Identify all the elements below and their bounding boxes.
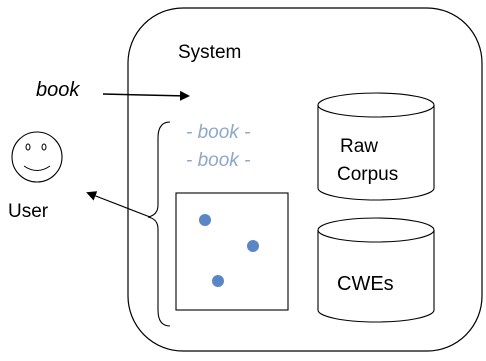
raw-corpus-label-line1: Raw [340, 136, 378, 157]
system-title: System [178, 42, 241, 63]
result-line: - book - [186, 122, 250, 143]
input-word: book [36, 79, 80, 101]
embedding-point [247, 240, 259, 252]
embedding-point [199, 214, 211, 226]
system-boundary [127, 7, 483, 352]
result-line: - book - [186, 150, 250, 171]
results-brace [147, 121, 171, 327]
embedding-space-box [175, 192, 289, 311]
user-label: User [8, 201, 49, 222]
input-arrow [102, 90, 190, 101]
raw-corpus-label-line2: Corpus [337, 164, 398, 185]
embedding-point [212, 275, 224, 287]
output-arrow [86, 191, 151, 218]
cwes-label: CWEs [337, 273, 394, 295]
smiley-face-icon [11, 131, 63, 183]
cwes-database-icon [317, 217, 435, 323]
raw-corpus-database-icon [317, 92, 435, 201]
